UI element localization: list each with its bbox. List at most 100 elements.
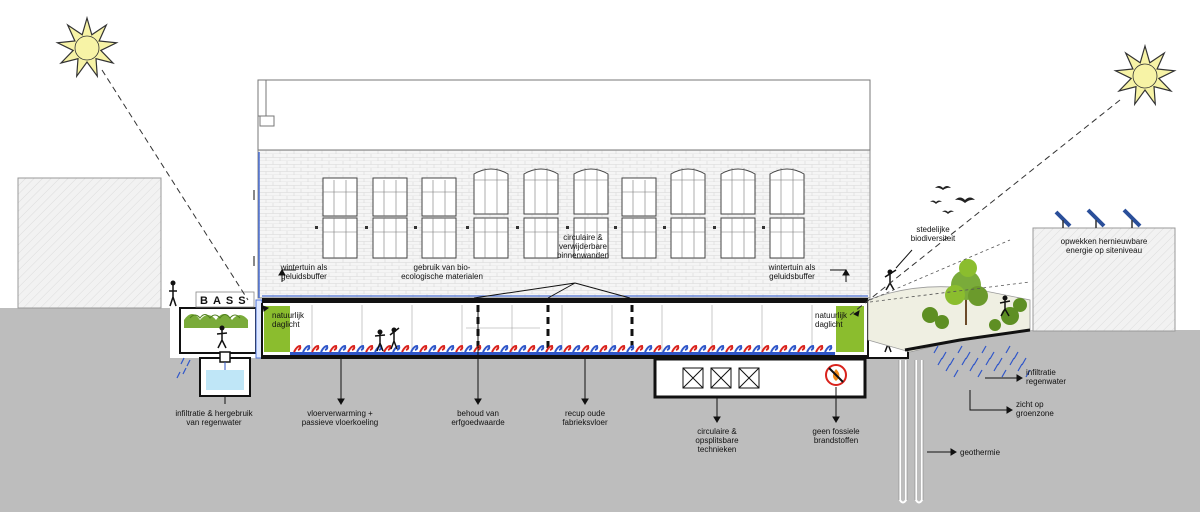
label-rainwater: infiltratie & hergebruik [175, 409, 253, 418]
facade-window [322, 217, 358, 259]
heating-loop [536, 344, 545, 353]
rain-drip [1005, 345, 1011, 354]
heating-loop [644, 344, 653, 353]
birds-icon [930, 186, 975, 214]
label-biodiversity: biodiversiteit [911, 234, 956, 243]
geothermal-probes [899, 360, 923, 504]
rain-drip [977, 369, 983, 378]
heating-loop [491, 344, 500, 353]
label-infiltration: infiltratie [1026, 368, 1056, 377]
label-energy: energie op siteniveau [1066, 246, 1142, 255]
facade-window [621, 217, 657, 259]
wall-anchor [762, 226, 765, 229]
heating-loop [428, 344, 437, 353]
heating-loop [446, 344, 455, 353]
person-icon [884, 269, 897, 291]
bass-sign: BASS [200, 295, 251, 307]
heating-loop [356, 344, 365, 353]
heating-loop [464, 344, 473, 353]
facade-window [621, 177, 657, 217]
wall-anchor [315, 226, 318, 229]
facade-window [670, 168, 706, 215]
facade-window [573, 168, 609, 215]
label-rainwater: van regenwater [186, 418, 241, 427]
heating-loop [752, 344, 761, 353]
label-green-view: groenzone [1016, 409, 1054, 418]
rain-drip [1017, 363, 1023, 372]
wall-anchor [713, 226, 716, 229]
neighbour-building-right [1032, 227, 1176, 332]
heating-loop [788, 344, 797, 353]
heating-loop [671, 344, 680, 353]
heating-loop [455, 344, 464, 353]
heating-loop [311, 344, 320, 353]
heating-loop [626, 344, 635, 353]
rain-drip [945, 363, 951, 372]
sun-icon [1113, 43, 1177, 107]
rain-drip [961, 357, 967, 366]
facade-window [421, 177, 457, 217]
label-green-view: zicht op [1016, 400, 1044, 409]
wall-anchor [566, 226, 569, 229]
rain-drip [953, 369, 959, 378]
heating-loop [680, 344, 689, 353]
heating-loop [419, 344, 428, 353]
floor-heating-strip [290, 352, 835, 355]
rain-drip-icon [176, 357, 191, 379]
rain-drip [1001, 369, 1007, 378]
heating-loop [824, 344, 833, 353]
rain-drip [1021, 357, 1027, 366]
wall-anchor [466, 226, 469, 229]
sun-icon [55, 15, 119, 79]
sun-ray-right [849, 99, 1121, 316]
biodiversity-dash [869, 239, 1011, 301]
facade-windows [315, 168, 805, 259]
facade-window [421, 217, 457, 259]
label-recup: fabrieksvloer [562, 418, 608, 427]
facade-window [769, 168, 805, 215]
floor-heating-loops [293, 344, 833, 353]
wall-anchor [365, 226, 368, 229]
heating-loop [482, 344, 491, 353]
heating-loop [761, 344, 770, 353]
rainwater-cistern [199, 351, 251, 397]
facade-window [473, 168, 509, 215]
heating-loop [554, 344, 563, 353]
rain-drip [1013, 351, 1019, 360]
tree-icon [945, 259, 988, 325]
wall-anchor [414, 226, 417, 229]
bass-sign-frame [195, 291, 255, 308]
view-dash [869, 281, 1031, 303]
heating-loop [779, 344, 788, 353]
label-techniques: technieken [698, 445, 737, 454]
technical-units [682, 367, 760, 389]
rain-drip [969, 363, 975, 372]
label-daylight-left: natuurlijk [272, 311, 305, 320]
heating-loop [734, 344, 743, 353]
rain-drip [981, 345, 987, 354]
heating-loop [320, 344, 329, 353]
annotation-leaders [224, 249, 1023, 456]
label-floor-heating: passieve vloerkoeling [302, 418, 379, 427]
bottom-strip [0, 512, 1200, 527]
wall-anchor [663, 226, 666, 229]
roof-slab [262, 298, 868, 303]
daylight-panel-right [836, 306, 864, 352]
facade-window [473, 217, 509, 259]
heating-loop [347, 344, 356, 353]
garden-edge [904, 328, 1031, 352]
facade-window [372, 177, 408, 217]
rain-drip [965, 351, 971, 360]
rain-drip [941, 351, 947, 360]
label-walls: circulaire & [563, 233, 603, 242]
heating-loop [806, 344, 815, 353]
rain-drip [933, 345, 939, 354]
heating-loop [383, 344, 392, 353]
person-icon [374, 329, 386, 352]
wall-anchor [516, 226, 519, 229]
solar-panel-icon [1054, 208, 1142, 228]
label-wintertuin-right: wintertuin als [768, 263, 816, 272]
label-techniques: opsplitsbare [695, 436, 739, 445]
heating-loop [635, 344, 644, 353]
